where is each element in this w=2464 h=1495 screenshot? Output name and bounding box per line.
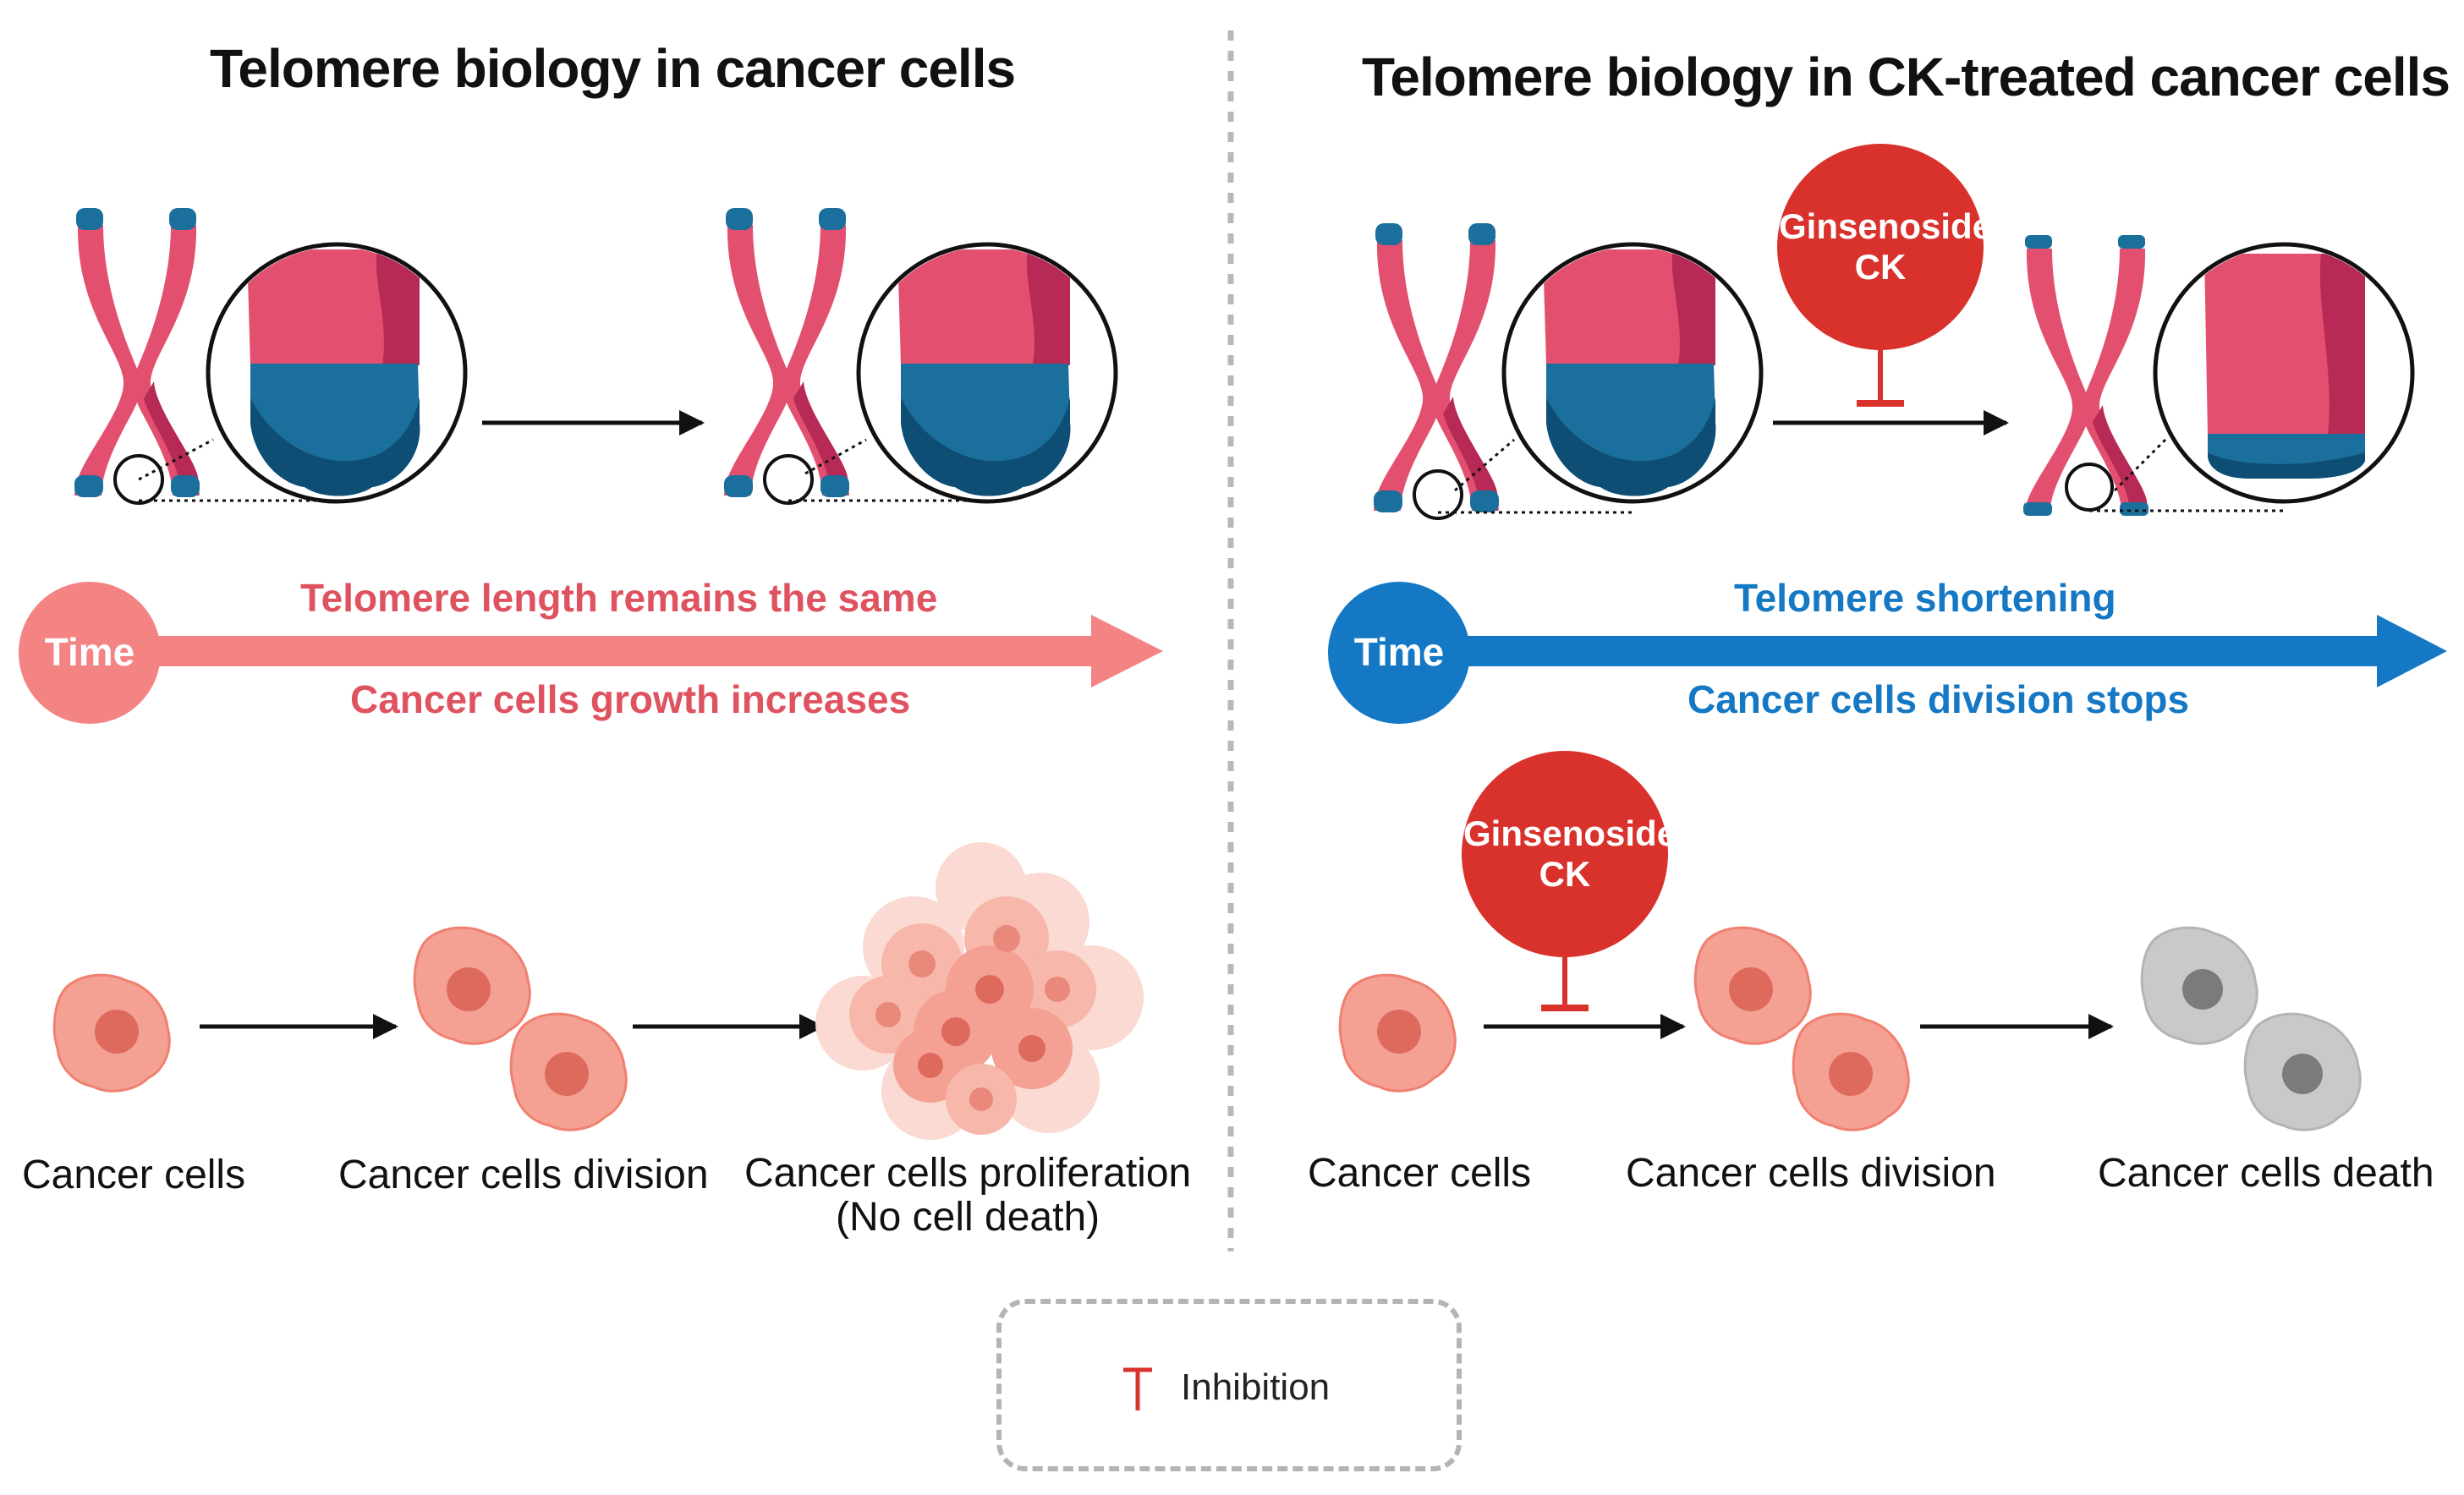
telomere-zoom-icon (206, 242, 468, 504)
cancer-cell-cluster-icon (815, 842, 1144, 1140)
cancer-cell-icon (1792, 1012, 1910, 1131)
cancer-cell-icon (52, 973, 171, 1092)
timeline-arrow-left (19, 582, 1163, 724)
ginsenoside-ck-label-bottom: Ginsenoside CK (1463, 813, 1677, 894)
cancer-cell-icon (509, 1012, 628, 1131)
dead-cell-icon (2140, 926, 2258, 1045)
telomere-zoom-icon (2153, 242, 2415, 504)
ginsenoside-ck-label-top: Ginsenoside CK (1779, 206, 1993, 287)
ginsenoside-ck-disk (1462, 751, 1668, 957)
caption-cancer-cells-division-right: Cancer cells division (1626, 1151, 1996, 1196)
timeline-arrow-right (1328, 582, 2447, 724)
chromosome-icon (2023, 235, 2148, 516)
time-label-left: Time (44, 630, 135, 674)
cancer-cell-icon (1693, 926, 1812, 1045)
timeline-top-text-right: Telomere shortening (1734, 576, 2116, 620)
telomere-zoom-icon (1501, 242, 1764, 504)
right-panel-title: Telomere biology in CK-treated cancer ce… (1362, 47, 2450, 107)
time-label-right: Time (1353, 630, 1445, 674)
ginsenoside-ck-disk (1777, 144, 1984, 350)
cancer-cell-icon (413, 926, 531, 1045)
chromosome-icon (724, 208, 849, 505)
caption-proliferation: Cancer cells proliferation (744, 1151, 1192, 1196)
legend-box (996, 1299, 1462, 1471)
caption-cancer-cells-division-left: Cancer cells division (338, 1153, 709, 1197)
dead-cell-icon (2243, 1012, 2362, 1131)
caption-cancer-cells-left: Cancer cells (22, 1153, 246, 1197)
caption-cancer-cells-death: Cancer cells death (2098, 1151, 2434, 1196)
timeline-top-text-left: Telomere length remains the same (300, 576, 938, 620)
chromosome-icon (1374, 223, 1499, 520)
chromosome-icon (74, 208, 200, 505)
left-panel-title: Telomere biology in cancer cells (210, 38, 1016, 99)
caption-cancer-cells-right: Cancer cells (1308, 1151, 1532, 1196)
telomere-zoom-icon (856, 242, 1118, 504)
timeline-bottom-text-right: Cancer cells division stops (1687, 677, 2190, 721)
caption-no-cell-death: (No cell death) (836, 1195, 1100, 1240)
timeline-bottom-text-left: Cancer cells growth increases (350, 677, 911, 721)
cancer-cell-icon (1338, 973, 1457, 1092)
legend-inhibition-label: Inhibition (1181, 1366, 1331, 1408)
